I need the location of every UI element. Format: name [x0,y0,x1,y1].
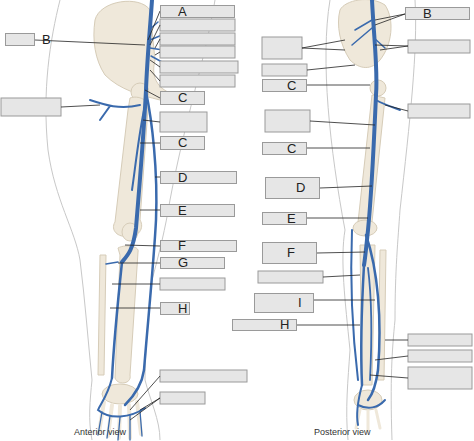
callout-letter: D [296,178,305,198]
callout-letter: A [178,6,187,17]
label-box: B [405,7,470,20]
veins [90,0,163,440]
callout-letter: C [287,80,296,91]
callout-letter: F [287,243,295,263]
label-box: E [160,204,235,217]
view-caption: Posterior view [314,427,371,437]
view-caption: Anterior view [74,427,126,437]
label-box: D [160,171,237,184]
callout-letter: H [280,320,289,330]
label-box: C [262,142,307,155]
callout-letter: I [298,294,302,312]
callout-letter: D [178,172,187,183]
label-box: C [262,79,307,92]
label-box: H [160,302,190,315]
label-box: I [254,293,314,313]
label-box: G [160,257,225,269]
callout-letter: G [178,258,188,268]
label-box: C [160,91,205,105]
callout-letter: E [178,205,187,216]
leg-outline [326,0,416,440]
callout-letter: C [287,143,296,154]
label-box: C [160,136,205,150]
label-box: F [262,242,317,264]
veins [351,0,400,425]
label-box: E [262,212,307,225]
callout-letter: C [178,137,187,149]
callout-letter: B [423,8,432,19]
callout-letter: B [42,34,51,45]
bones [338,0,391,410]
callout-letter: F [178,241,186,251]
callout-letter: E [287,213,296,224]
label-box: A [160,5,235,18]
callout-letter: H [178,303,187,314]
leader-line [35,11,408,420]
callout-letter: C [178,92,187,104]
label-box: D [265,177,320,199]
label-box: B [5,33,35,46]
label-box: F [160,240,237,252]
label-box: H [232,319,297,331]
blank-label-box [1,19,472,404]
